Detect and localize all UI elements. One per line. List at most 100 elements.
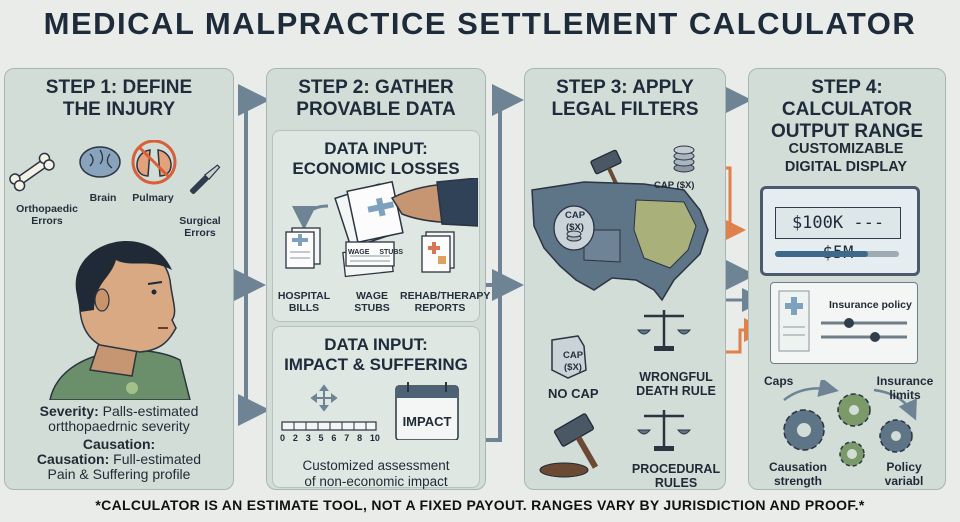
arrow-step1-to-impact [238, 285, 270, 426]
display-line1: CUSTOMIZABLE [788, 141, 904, 157]
scales-icon-2 [636, 410, 692, 451]
gear-icon-4 [879, 419, 913, 453]
procedural-line1: PROCEDURAL [631, 462, 721, 476]
gear-icon-2 [837, 393, 871, 427]
pain-scale-ticks: 0 2 3 5 6 7 8 10 [280, 433, 380, 443]
hospital-line1: HOSPITAL [277, 290, 331, 302]
economic-head-line1: DATA INPUT: [324, 139, 428, 158]
procedural-rules-label: PROCEDURAL RULES [630, 462, 722, 490]
wage-stubs-icon [342, 241, 395, 278]
move-arrows-icon [310, 384, 338, 412]
hand-documents-icon [334, 178, 478, 249]
insurance-policy-doc: Insurance policy [770, 282, 918, 364]
rehab-reports-label: REHAB/THERAPY REPORTS [400, 290, 490, 314]
cap-small-line2: ($X) [564, 362, 582, 373]
no-cap-label: NO CAP [548, 386, 599, 401]
impact-head-line1: DATA INPUT: [324, 335, 428, 354]
bone-icon [9, 152, 55, 192]
cap-top-label: CAP ($X) [654, 180, 695, 191]
arrow-step2-to-step3-top [492, 84, 524, 285]
step3-heading: STEP 3: APPLY LEGAL FILTERS [525, 69, 725, 121]
hospital-bills-label: HOSPITAL BILLS [276, 290, 332, 314]
page-title: MEDICAL MALPRACTICE SETTLEMENT CALCULATO… [43, 6, 917, 41]
scale-tick: 0 [280, 433, 286, 443]
coins-icon [673, 145, 695, 173]
impact-head-line2: IMPACT & SUFFERING [284, 355, 468, 374]
assessment-text: Customized assessment of non-economic im… [276, 458, 476, 490]
display-line2: DIGITAL DISPLAY [784, 159, 908, 175]
severity-block: Severity: Palls-estimated ortthopaedrnic… [14, 404, 224, 482]
step1-heading-line1: STEP 1: DEFINE [45, 77, 193, 98]
arrow-impact-to-step3 [484, 285, 502, 442]
cap-map-label: CAP ($X) [558, 210, 592, 234]
patient-illustration [49, 241, 191, 400]
economic-illustration [285, 178, 478, 278]
procedural-line2: RULES [654, 476, 698, 490]
cycle-arrow-icon [783, 380, 839, 401]
step3-heading-line1: STEP 3: APPLY [556, 77, 694, 98]
step3-heading-line2: LEGAL FILTERS [551, 99, 699, 120]
causation-strength-label: Causation strength [760, 460, 836, 488]
gear-icon-3 [839, 441, 865, 467]
gears-illustration [783, 380, 917, 467]
cap-map-line2: ($X) [566, 222, 584, 233]
causation-text-2: Pain & Suffering profile [47, 466, 191, 482]
footnote: *CALCULATOR IS AN ESTIMATE TOOL, NOT A F… [95, 497, 865, 513]
digital-display-label: CUSTOMIZABLE DIGITAL DISPLAY [748, 140, 944, 176]
insurance-limits-line1: Insurance [876, 374, 934, 388]
scale-tick: 6 [331, 433, 337, 443]
causation-strength-line1: Causation [768, 460, 827, 474]
pain-scale-bar [281, 421, 377, 431]
arrow-step1-to-economic [238, 84, 270, 285]
assessment-line1: Customized assessment [302, 458, 450, 473]
policy-doc-graphics [778, 290, 907, 352]
hospital-line2: BILLS [288, 302, 320, 314]
step1-icons [9, 140, 221, 195]
calculator-display: $100K --- $5M [760, 186, 920, 276]
cap-map-line1: CAP [564, 210, 586, 221]
stubs-tag-text: STUBS [379, 249, 404, 256]
wage-line1: WAGE [355, 290, 389, 302]
policy-variable-line1: Policy [886, 460, 922, 474]
step1-panel: STEP 1: DEFINE THE INJURY [4, 68, 234, 490]
economic-head-line2: ECONOMIC LOSSES [292, 159, 460, 178]
pulmonary-label: Pulmary [132, 192, 174, 204]
severity-text-2: ortthopaedrnic severity [48, 418, 190, 434]
scalpel-icon [189, 164, 221, 195]
step1-heading: STEP 1: DEFINE THE INJURY [5, 69, 233, 121]
step2-heading-line1: STEP 2: GATHER [298, 77, 454, 98]
causation-text: Full-estimated [113, 451, 202, 467]
brain-label: Brain [89, 192, 117, 204]
insurance-policy-label: Insurance policy [829, 299, 912, 311]
scale-tick: 8 [357, 433, 363, 443]
wage-line2: STUBS [354, 302, 390, 314]
causation-label: Causation: [36, 451, 110, 467]
scales-icon [636, 310, 692, 351]
policy-variable-line2: variabl [884, 474, 924, 488]
step4-heading-line2: OUTPUT RANGE [771, 121, 923, 142]
wrongful-line2: DEATH RULE [636, 384, 716, 398]
sound-block [539, 462, 589, 478]
assessment-line2: of non-economic impact [304, 474, 448, 489]
caps-label: Caps [764, 374, 794, 388]
scale-tick: 7 [344, 433, 350, 443]
brain-icon [79, 146, 121, 178]
range-slider[interactable] [775, 251, 899, 257]
impact-illustration [281, 382, 459, 440]
insurance-limits-label: Insurance limits [868, 374, 942, 402]
lungs-icon [131, 140, 177, 185]
step4-heading: STEP 4: CALCULATOR OUTPUT RANGE [749, 69, 945, 143]
wage-tag: WAGE STUBS [348, 249, 403, 256]
wrongful-line1: WRONGFUL [639, 370, 713, 384]
impact-calendar-icon [395, 382, 459, 440]
state-shape [551, 335, 587, 379]
hospital-bills-icon [285, 227, 321, 269]
coin-stack-icon [566, 230, 582, 242]
curved-arrow-icon [292, 204, 329, 230]
step3-illustration [531, 145, 709, 478]
rehab-line2: REPORTS [414, 302, 466, 314]
causation-strength-line2: strength [774, 474, 822, 488]
cap-small-label: CAP ($X) [556, 350, 590, 374]
cycle-arrow-icon-2 [873, 388, 917, 421]
rehab-reports-icon [421, 231, 455, 273]
